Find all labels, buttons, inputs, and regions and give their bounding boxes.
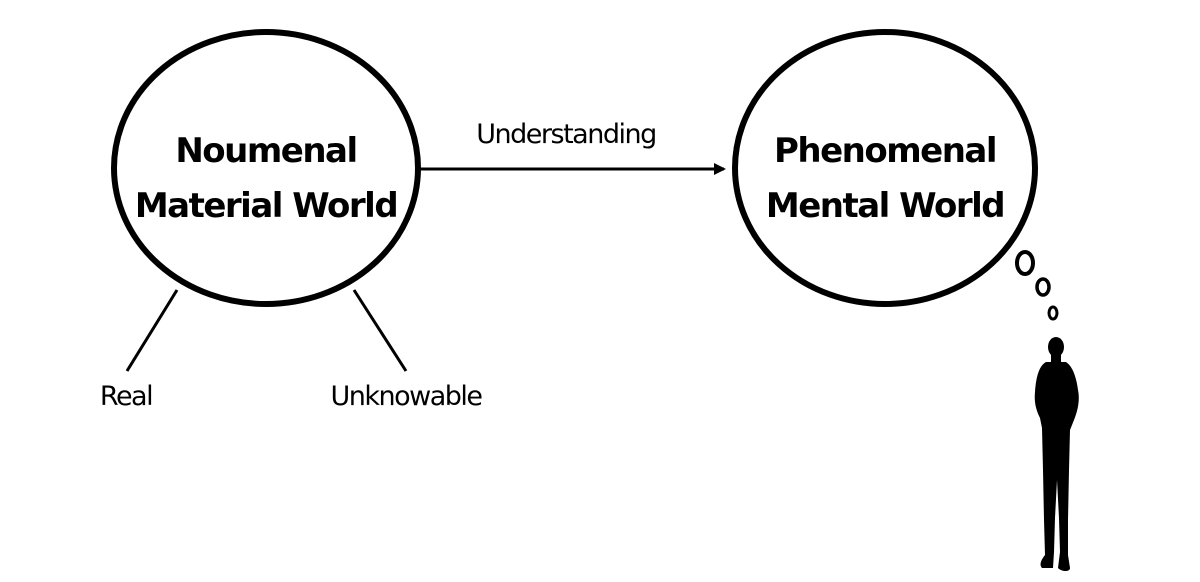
noumenal-label-line2: Material World: [135, 186, 397, 226]
understanding-edge: Understanding: [420, 119, 726, 175]
thought-bubble-medium: [1035, 277, 1051, 297]
real-label: Real: [100, 381, 152, 412]
noumenal-node: Noumenal Material World: [111, 29, 421, 307]
noumenal-label-line1: Noumenal: [175, 131, 356, 171]
real-attribute: Real: [100, 289, 179, 412]
thought-bubble-icon: [1015, 250, 1059, 321]
unknowable-label: Unknowable: [330, 381, 482, 412]
phenomenal-circle: [732, 29, 1038, 307]
phenomenal-label-line2: Mental World: [766, 186, 1004, 226]
phenomenal-node: Phenomenal Mental World: [732, 29, 1038, 307]
real-connector: [125, 289, 179, 372]
unknowable-connector: [352, 289, 408, 372]
thought-bubble-small: [1047, 305, 1059, 321]
thought-bubble-large: [1015, 250, 1035, 276]
understanding-label: Understanding: [476, 119, 655, 150]
phenomenal-label-line1: Phenomenal: [774, 131, 996, 171]
unknowable-attribute: Unknowable: [330, 289, 484, 412]
noumenal-circle: [111, 29, 421, 307]
person-silhouette-icon: [1034, 337, 1079, 571]
